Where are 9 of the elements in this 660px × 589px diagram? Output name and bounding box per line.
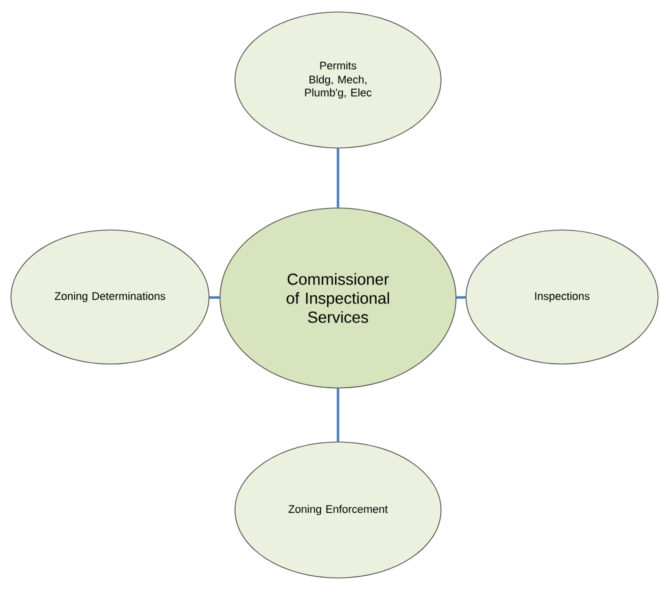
connector-line: [336, 388, 340, 442]
ellipse-node: Commissioner of Inspectional Services: [220, 208, 456, 388]
ellipse-node: Inspections: [466, 230, 658, 364]
ellipse-node: Permits Bldg, Mech, Plumb'g, Elec: [234, 12, 442, 148]
connector-line: [209, 296, 220, 299]
connector-line: [456, 296, 466, 299]
connector-line: [336, 148, 340, 208]
ellipse-node: Zoning Enforcement: [234, 442, 442, 578]
ellipse-node: Zoning Determinations: [10, 230, 210, 364]
